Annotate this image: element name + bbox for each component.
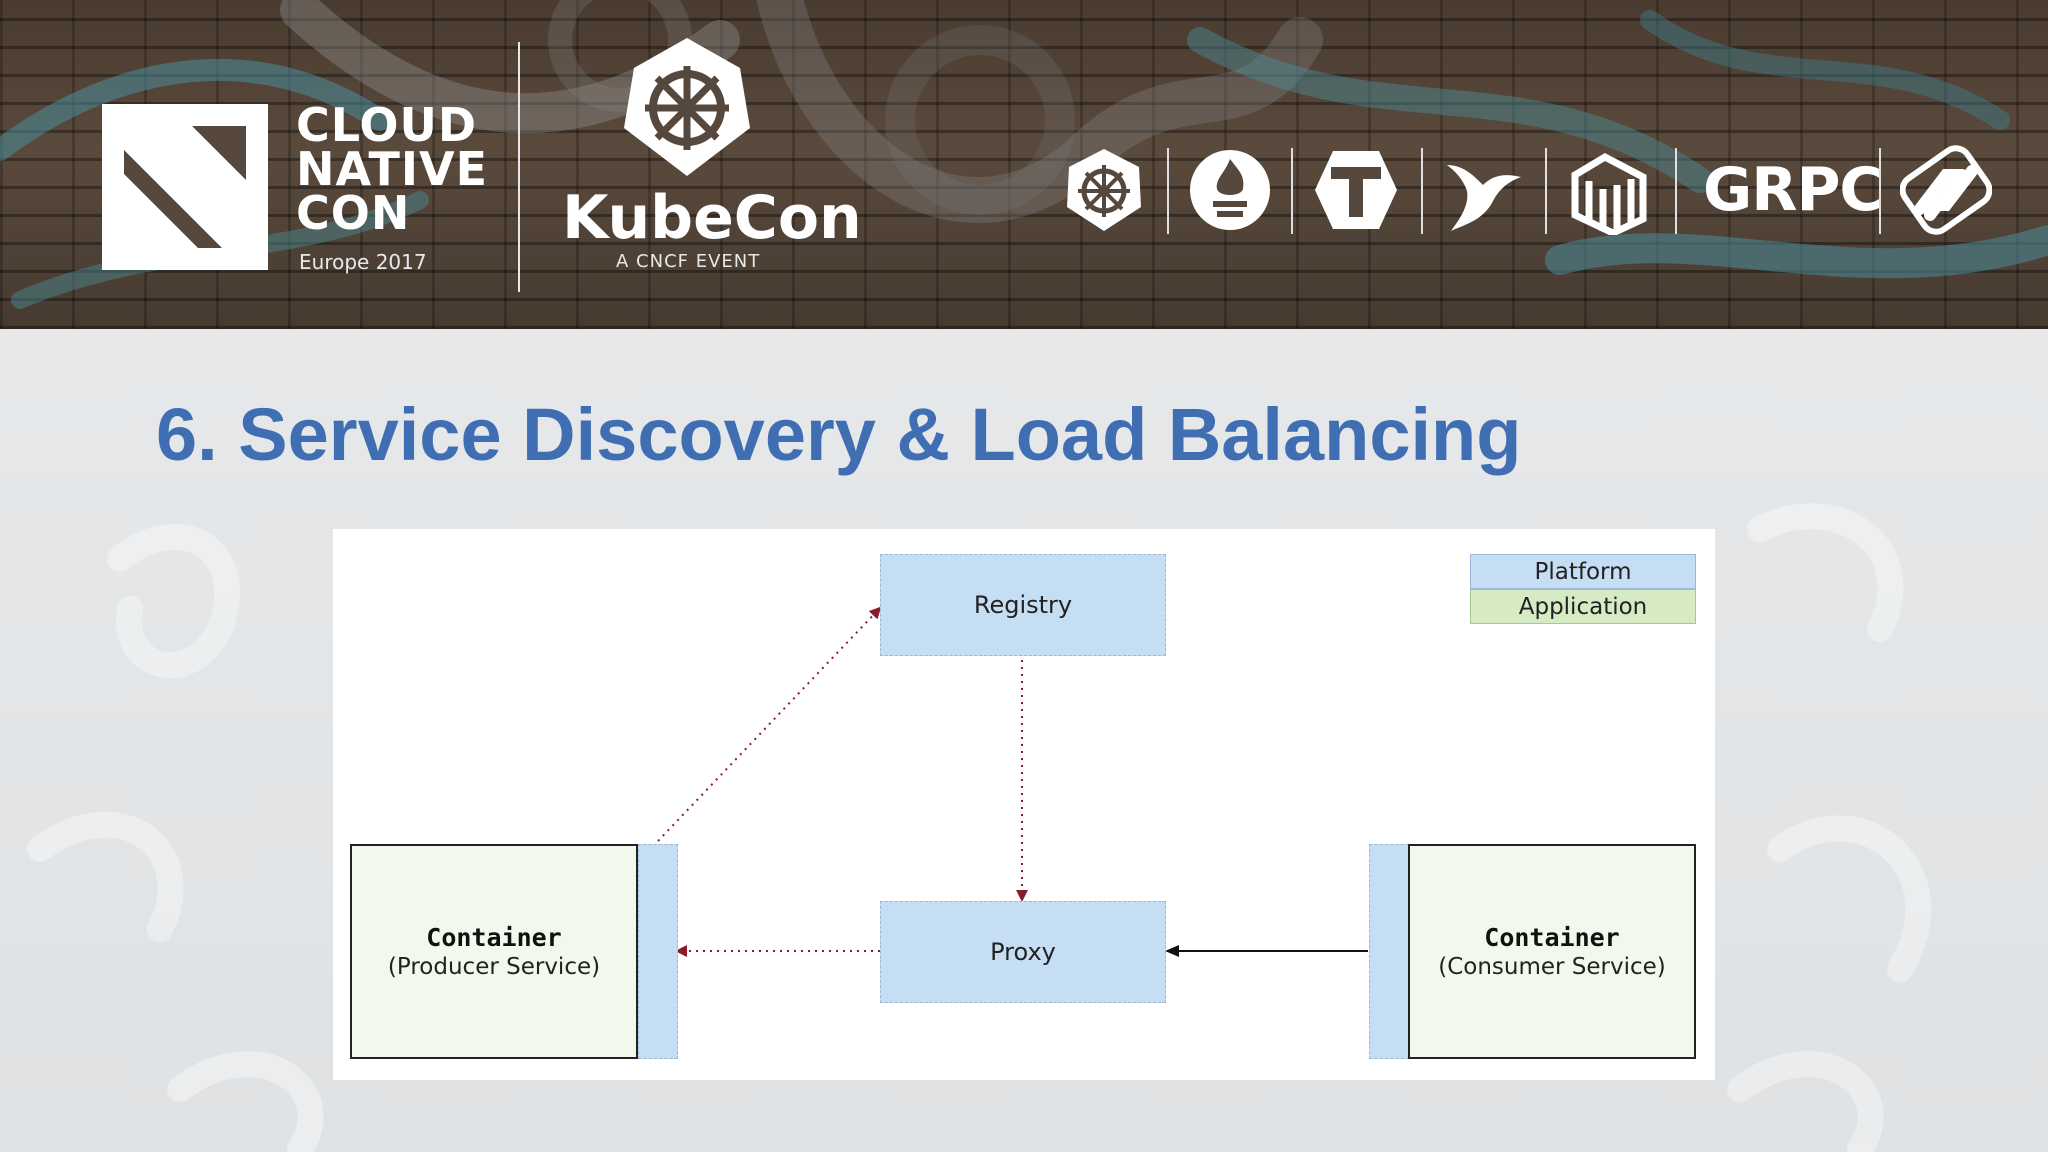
- icon-separator: [1167, 148, 1169, 234]
- prometheus-icon: [1190, 150, 1270, 230]
- producer-container-node: Container (Producer Service): [350, 844, 638, 1059]
- icon-separator: [1545, 148, 1547, 234]
- linkerd-icon: [1571, 152, 1647, 235]
- kubecon-subtitle: A CNCF EVENT: [616, 251, 761, 272]
- graffiti-background: [0, 0, 2048, 309]
- legend-platform: Platform: [1470, 554, 1696, 589]
- register-arrow: [657, 606, 882, 842]
- legend-application: Application: [1470, 589, 1696, 624]
- slide-title: 6. Service Discovery & Load Balancing: [156, 393, 1522, 476]
- legend-application-label: Application: [1518, 593, 1648, 620]
- wordmark-line-3: CON: [296, 186, 411, 240]
- wordmark-line-1: CLOUD: [296, 98, 478, 152]
- consumer-container-title: Container: [1484, 923, 1620, 952]
- producer-sidecar: [638, 844, 678, 1059]
- diagram-connectors: [657, 606, 1368, 957]
- producer-container-title: Container: [426, 923, 562, 952]
- proxy-label: Proxy: [990, 938, 1056, 966]
- architecture-diagram: Platform Application Registry Proxy Cont…: [333, 529, 1715, 1080]
- producer-container-subtitle: (Producer Service): [387, 954, 601, 980]
- registry-label: Registry: [973, 591, 1073, 619]
- cloudnativecon-wordmark: CLOUD NATIVE CON: [296, 98, 489, 240]
- kubernetes-icon: [1067, 149, 1141, 231]
- kubecon-helm-icon: [624, 38, 750, 176]
- cloudnativecon-logo-icon: [102, 104, 268, 270]
- kubecon-title: KubeCon: [562, 183, 862, 253]
- fluentd-icon: [1447, 165, 1521, 231]
- coredns-icon: [1900, 145, 1992, 235]
- proxy-node: Proxy: [880, 901, 1166, 1003]
- graffiti-texture: [27, 503, 1932, 1152]
- icon-separator: [1675, 148, 1677, 234]
- icon-separator: [1879, 148, 1881, 234]
- icon-separator: [1421, 148, 1423, 234]
- event-edition: Europe 2017: [299, 250, 427, 274]
- consumer-container-node: Container (Consumer Service): [1408, 844, 1696, 1059]
- icon-separator: [1291, 148, 1293, 234]
- registry-node: Registry: [880, 554, 1166, 656]
- consumer-container-subtitle: (Consumer Service): [1438, 954, 1666, 980]
- opentracing-icon: [1315, 151, 1397, 229]
- legend-platform-label: Platform: [1534, 558, 1632, 585]
- grpc-logo: GRPC: [1703, 155, 1883, 225]
- wordmark-line-2: NATIVE: [296, 142, 489, 196]
- header-divider: [518, 42, 520, 292]
- header-banner: CLOUD NATIVE CON Europe 2017 KubeCon A C…: [0, 0, 2048, 329]
- consumer-sidecar: [1369, 844, 1409, 1059]
